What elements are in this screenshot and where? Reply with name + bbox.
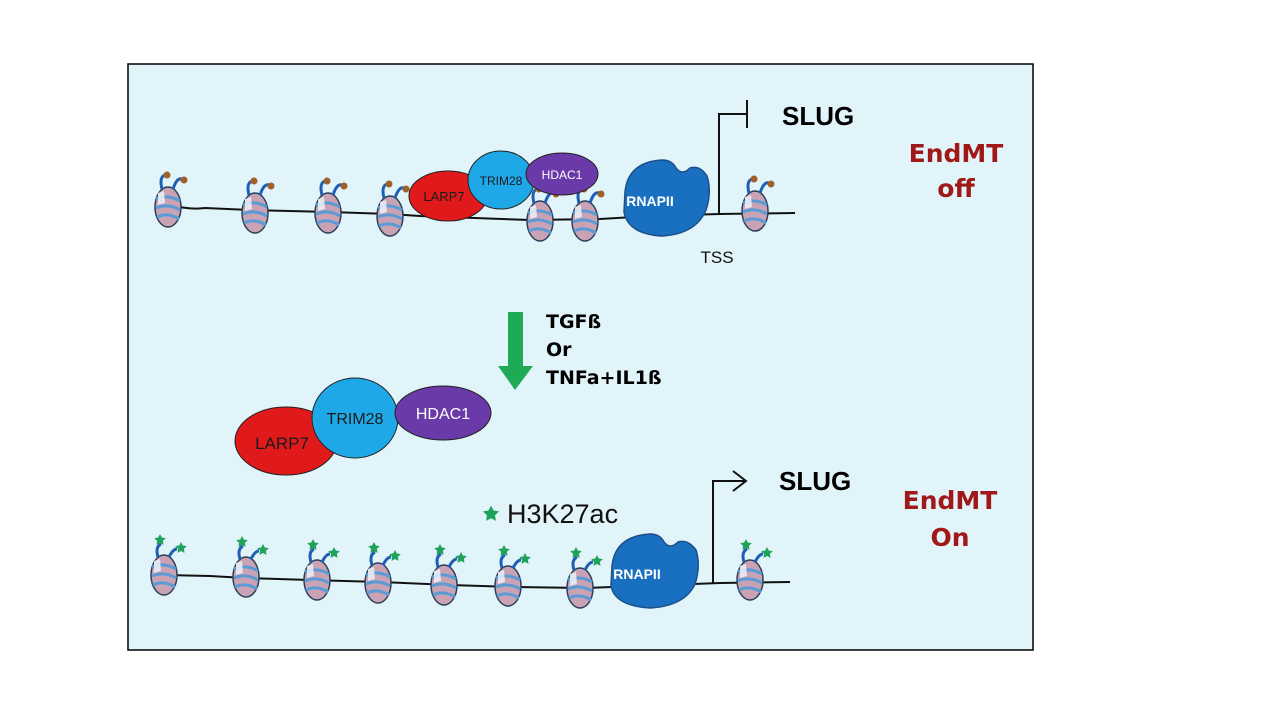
svg-text:HDAC1: HDAC1 xyxy=(416,406,470,423)
released-trim28-protein: TRIM28 xyxy=(311,377,399,459)
svg-text:HDAC1: HDAC1 xyxy=(542,168,583,182)
rnapii-polymerase-active: RNAPII xyxy=(610,533,699,609)
gene-label-bottom: SLUG xyxy=(779,466,851,496)
treatment-line3: TNFa+IL1ß xyxy=(546,367,662,389)
treatment-arrow-icon xyxy=(498,312,533,390)
endmt-state-bottom-line2: On xyxy=(930,523,969,552)
treatment-line2: Or xyxy=(546,339,572,361)
svg-text:TRIM28: TRIM28 xyxy=(327,411,384,428)
treatment-line1: TGFß xyxy=(546,311,601,333)
endmt-state-top-line1: EndMT xyxy=(909,139,1004,168)
endmt-state-bottom-line1: EndMT xyxy=(903,486,998,515)
svg-text:RNAPII: RNAPII xyxy=(626,193,673,209)
released-larp7-protein: LARP7 xyxy=(234,406,338,476)
svg-text:LARP7: LARP7 xyxy=(423,189,464,204)
blocked-promoter-icon xyxy=(718,100,748,214)
svg-text:RNAPII: RNAPII xyxy=(613,566,660,582)
larp7-protein: LARP7 xyxy=(408,170,488,222)
hdac1-protein: HDAC1 xyxy=(525,152,599,196)
active-promoter-arrow-icon xyxy=(712,470,748,584)
svg-text:LARP7: LARP7 xyxy=(255,434,309,453)
rnapii-polymerase: RNAPII xyxy=(623,159,710,237)
svg-text:TRIM28: TRIM28 xyxy=(480,174,523,188)
endmt-state-top-line2: off xyxy=(937,174,975,203)
legend-h3k27ac-label: H3K27ac xyxy=(507,499,618,529)
trim28-protein: TRIM28 xyxy=(467,150,535,210)
tss-label: TSS xyxy=(700,248,733,267)
released-hdac1-protein: HDAC1 xyxy=(394,385,492,441)
gene-label-top: SLUG xyxy=(782,101,854,131)
diagram-panel xyxy=(127,63,1034,651)
star-icon xyxy=(482,505,500,521)
